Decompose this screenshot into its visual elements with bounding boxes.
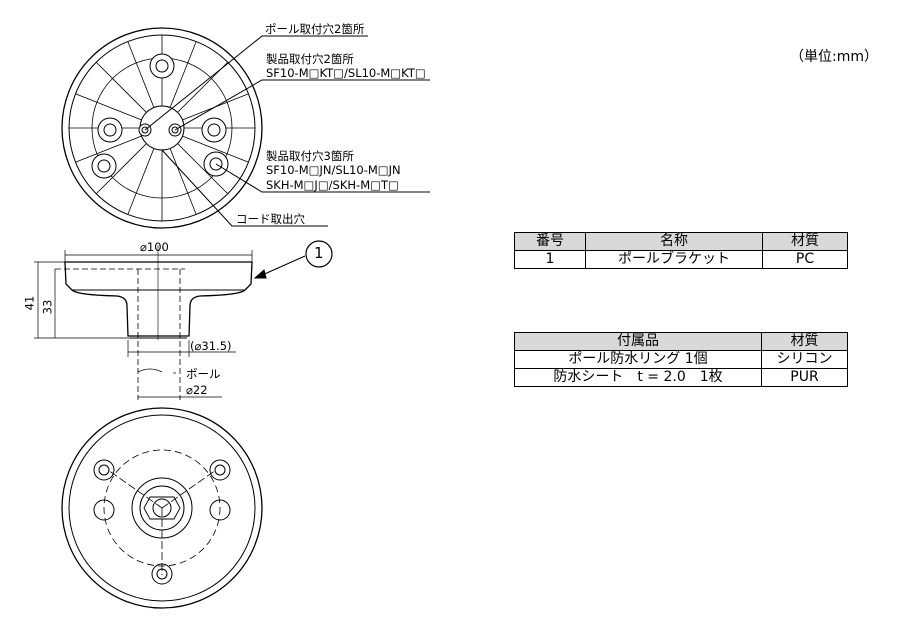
label-product-holes-2-models: SF10-M□KT□/SL10-M□KT□ bbox=[266, 66, 426, 80]
dim-height-41: 41 bbox=[22, 295, 37, 311]
bottom-view bbox=[61, 407, 263, 609]
table-header-row: 付属品 材質 bbox=[514, 332, 848, 351]
unit-label: （単位:mm） bbox=[790, 49, 878, 65]
label-product-holes-3-models-b: SKH-M□J□/SKH-M□T□ bbox=[266, 178, 399, 192]
label-product-holes-3-models-a: SF10-M□JN/SL10-M□JN bbox=[266, 163, 401, 177]
label-cord-hole: コード取出穴 bbox=[236, 212, 305, 226]
cell-number: 1 bbox=[514, 250, 586, 269]
parts-table: 番号 名称 材質 1 ポールブラケット PC bbox=[514, 232, 848, 269]
dim-diameter-22: ⌀22 bbox=[186, 383, 208, 397]
cell-material: シリコン bbox=[761, 350, 848, 369]
header-accessory: 付属品 bbox=[514, 332, 762, 351]
header-material: 材質 bbox=[762, 232, 848, 251]
cell-accessory: 防水シート t = 2.0 1枚 bbox=[514, 368, 762, 387]
top-view bbox=[61, 27, 430, 229]
side-view bbox=[34, 240, 333, 400]
label-pole: ポール bbox=[186, 367, 221, 381]
label-product-holes-3: 製品取付穴3箇所 bbox=[266, 149, 354, 163]
table-row: 防水シート t = 2.0 1枚 PUR bbox=[514, 368, 848, 387]
part-number-callout-digit: 1 bbox=[314, 244, 324, 262]
accessories-table: 付属品 材質 ポール防水リング 1個 シリコン 防水シート t = 2.0 1枚… bbox=[514, 332, 848, 387]
header-material: 材質 bbox=[761, 332, 848, 351]
cell-material: PC bbox=[762, 250, 848, 269]
header-name: 名称 bbox=[585, 232, 763, 251]
dim-diameter-31-5: (⌀31.5) bbox=[190, 339, 232, 353]
label-product-holes-2: 製品取付穴2箇所 bbox=[266, 52, 354, 66]
table-row: 1 ポールブラケット PC bbox=[514, 250, 848, 269]
header-number: 番号 bbox=[514, 232, 586, 251]
dim-diameter-100: ⌀100 bbox=[140, 240, 169, 254]
cell-name: ポールブラケット bbox=[585, 250, 763, 269]
cell-material: PUR bbox=[761, 368, 848, 387]
table-header-row: 番号 名称 材質 bbox=[514, 232, 848, 251]
table-row: ポール防水リング 1個 シリコン bbox=[514, 350, 848, 369]
label-pole-holes: ポール取付穴2箇所 bbox=[265, 22, 365, 36]
cell-accessory: ポール防水リング 1個 bbox=[514, 350, 762, 369]
dim-height-33: 33 bbox=[40, 299, 55, 315]
